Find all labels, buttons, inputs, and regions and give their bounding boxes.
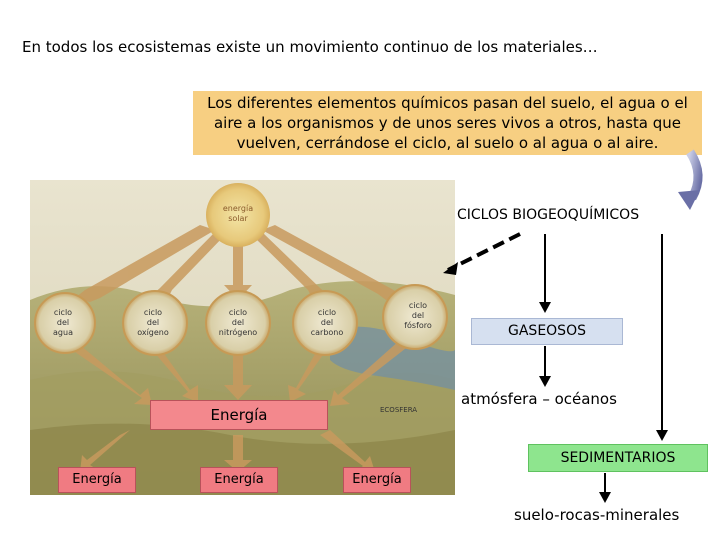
sedimentarios-description: suelo-rocas-minerales — [514, 506, 680, 524]
sun-arrow-5 — [262, 225, 402, 300]
sun-label-line2: solar — [228, 214, 248, 223]
sun-label-line1: energía — [223, 204, 253, 213]
svg-text:del: del — [232, 318, 244, 327]
energy-arrow-8 — [320, 430, 375, 472]
svg-text:oxígeno: oxígeno — [137, 328, 169, 337]
energia-box-2: Energía — [200, 467, 278, 493]
energia-main-box: Energía — [150, 400, 328, 430]
sun-circle — [206, 183, 270, 247]
energy-arrow-7 — [224, 435, 252, 472]
cycle-nitrogen: ciclo del nitrógeno — [205, 290, 271, 356]
gaseosos-description: atmósfera – océanos — [461, 390, 617, 408]
svg-text:agua: agua — [53, 328, 73, 337]
cycle-phosphorus: ciclo del fósforo — [382, 284, 448, 350]
svg-text:nitrógeno: nitrógeno — [219, 327, 258, 337]
energy-arrow-2 — [148, 345, 198, 402]
svg-text:del: del — [57, 318, 69, 327]
svg-text:del: del — [412, 311, 424, 320]
intro-text: En todos los ecosistemas existe un movim… — [22, 38, 598, 56]
sun-arrow-1 — [75, 225, 215, 302]
gaseosos-box: GASEOSOS — [471, 318, 623, 345]
arrow-to-atmos-head — [539, 376, 551, 387]
sun-arrows — [75, 225, 402, 302]
energy-arrow-5 — [330, 340, 410, 406]
energia-box-1: Energía — [58, 467, 136, 493]
svg-text:ciclo: ciclo — [54, 308, 72, 317]
energy-arrow-3 — [224, 345, 252, 400]
svg-text:ciclo: ciclo — [229, 308, 247, 317]
curved-arrow-head — [678, 190, 700, 210]
svg-text:del: del — [321, 318, 333, 327]
svg-text:ciclo: ciclo — [409, 301, 427, 310]
sun-arrow-3 — [224, 240, 252, 300]
svg-text:carbono: carbono — [311, 328, 344, 337]
arrow-to-suelo-head — [599, 492, 611, 503]
definition-box: Los diferentes elementos químicos pasan … — [193, 91, 702, 155]
sun-arrow-2 — [152, 232, 225, 298]
cycle-oxygen: ciclo del oxígeno — [122, 290, 188, 356]
sun-arrow-4 — [252, 232, 328, 298]
svg-text:del: del — [147, 318, 159, 327]
sedimentarios-box: SEDIMENTARIOS — [528, 444, 708, 472]
cycle-water: ciclo del agua — [34, 292, 96, 354]
arrow-to-sedimentarios-head — [656, 430, 668, 441]
ecosystem-illustration: energía solar ciclo del agua ciclo del o… — [30, 180, 455, 495]
svg-text:fósforo: fósforo — [404, 320, 432, 330]
definition-text: Los diferentes elementos químicos pasan … — [207, 94, 688, 152]
cycle-carbon: ciclo del carbono — [292, 290, 358, 356]
svg-text:ciclo: ciclo — [144, 308, 162, 317]
energy-arrows — [70, 340, 410, 472]
energy-arrow-6 — [80, 430, 130, 472]
dashed-arrow-line — [447, 232, 521, 272]
energia-box-3: Energía — [343, 467, 411, 493]
arrow-to-gaseosos-head — [539, 302, 551, 313]
svg-text:ciclo: ciclo — [318, 308, 336, 317]
curved-arrow — [686, 149, 703, 201]
energy-arrow-1 — [70, 345, 152, 405]
illustration-svg: energía solar ciclo del agua ciclo del o… — [30, 180, 455, 495]
ecosfera-label: ECOSFERA — [380, 406, 417, 414]
ciclos-biogeoquimicos-label: CICLOS BIOGEOQUÍMICOS — [457, 207, 640, 223]
energy-arrow-4 — [288, 345, 330, 402]
